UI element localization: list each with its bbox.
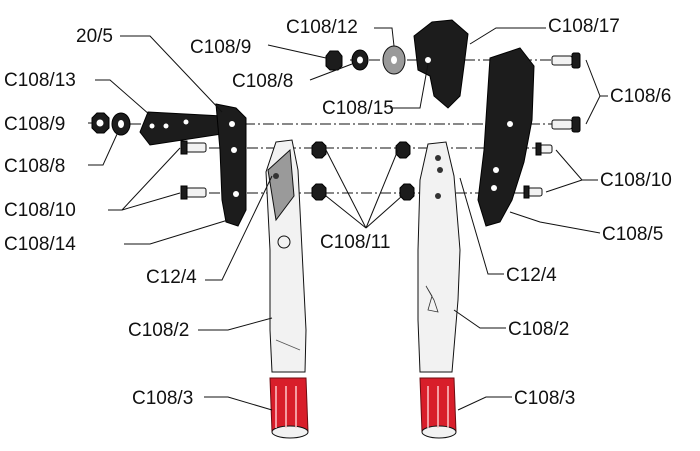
label-c108-8-top: C108/8 (232, 71, 293, 92)
label-c108-17: C108/17 (548, 16, 620, 37)
nut-part (311, 183, 327, 201)
nut-part (311, 141, 327, 159)
handle-part (265, 139, 307, 373)
grip-part (269, 377, 309, 439)
washer-part (382, 45, 406, 75)
nut-part (91, 112, 110, 134)
label-c108-9-left: C108/9 (4, 114, 65, 135)
lever-arm-part (139, 111, 223, 146)
screw-part (535, 142, 553, 156)
label-c108-3-left: C108/3 (132, 388, 193, 409)
nut-part (325, 50, 343, 71)
nut-part (395, 141, 411, 159)
label-c12-4-left: C12/4 (146, 267, 197, 288)
blade-part (477, 47, 535, 227)
screw-part (551, 52, 581, 69)
label-c108-6: C108/6 (610, 86, 671, 107)
label-20-5: 20/5 (76, 26, 113, 47)
label-c108-13: C108/13 (4, 70, 76, 91)
grip-part (419, 377, 457, 439)
label-c108-8-left: C108/8 (4, 156, 65, 177)
label-c108-15: C108/15 (322, 98, 394, 119)
label-c108-5: C108/5 (602, 224, 663, 245)
label-c108-2-right: C108/2 (508, 319, 569, 340)
screw-part (551, 116, 581, 133)
handle-part (417, 141, 461, 373)
label-c108-12: C108/12 (286, 17, 358, 38)
screw-part (180, 185, 207, 200)
label-c108-9-top: C108/9 (190, 37, 251, 58)
label-c108-2-left: C108/2 (128, 320, 189, 341)
leader-lines (88, 27, 608, 411)
label-c108-3-right: C108/3 (514, 388, 575, 409)
label-c108-10-right: C108/10 (600, 170, 672, 191)
screw-part (523, 185, 543, 199)
washer-part (111, 112, 131, 136)
side-plate-part (215, 103, 247, 227)
washer-part (351, 49, 369, 71)
label-c108-14: C108/14 (4, 234, 76, 255)
nut-part (399, 183, 415, 201)
screw-part (180, 140, 207, 155)
label-c108-11: C108/11 (320, 232, 390, 253)
label-c12-4-right: C12/4 (506, 265, 557, 286)
label-c108-10-left: C108/10 (4, 200, 76, 221)
